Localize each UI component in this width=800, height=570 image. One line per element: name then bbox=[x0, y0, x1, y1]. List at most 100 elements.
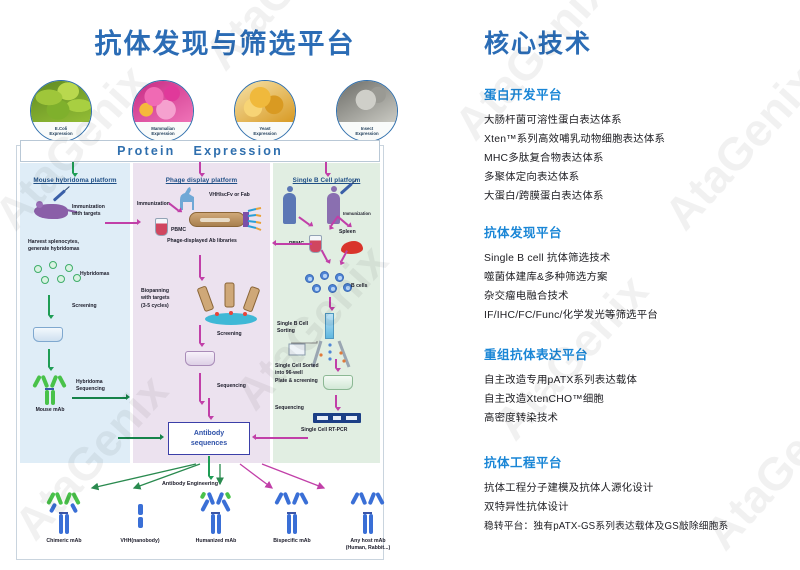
list-item: 双特异性抗体设计 bbox=[484, 501, 569, 513]
ecoli-label-line1: E.Coli bbox=[54, 125, 68, 131]
antibody-sequences-line2: sequences bbox=[190, 439, 228, 447]
immunization-with-targets-label: Immunization with targets bbox=[72, 204, 105, 218]
single-b-cell-sorting-label: Single B Cell Sorting bbox=[277, 321, 309, 335]
mouse-icon bbox=[34, 201, 68, 219]
yeast-label-line2: Expression bbox=[253, 131, 277, 137]
screening-label-hybridoma: Screening bbox=[72, 303, 97, 309]
antibody-products-row: Chimeric mAb VHH(nanobody) Humanized mA bbox=[24, 491, 424, 562]
arrow-into-sequences-right bbox=[252, 433, 310, 440]
screening-plate-icon bbox=[33, 327, 63, 342]
section-antibody-discovery: 抗体发现平台 Single B cell 抗体筛选技术 噬菌体建库&多种筛选方案… bbox=[484, 222, 794, 326]
section-title-antibody-discovery: 抗体发现平台 bbox=[484, 226, 563, 240]
expression-system-mammalian: Mammalian Expression bbox=[132, 80, 194, 142]
list-item: 稳转平台：独有pATX-GS系列表达载体及GS敲除细胞系 bbox=[484, 520, 729, 532]
b-cells-icon bbox=[301, 271, 361, 295]
hybridomas-label: Hybridomas bbox=[80, 271, 110, 277]
bispecific-mab-label: Bispecific mAb bbox=[273, 538, 311, 544]
arrow-pbmc-to-bcells bbox=[320, 249, 333, 266]
single-cell-sorted-label: Single Cell Sorted into 96-well Plate & … bbox=[275, 363, 319, 384]
antibody-sequences-line1: Antibody bbox=[193, 429, 225, 437]
hybridoma-platform-title: Mouse hybridoma platform bbox=[33, 177, 117, 184]
bcell-platform-title: Single B Cell platform bbox=[292, 177, 361, 184]
cell-sorter-deflection-icon bbox=[288, 340, 351, 368]
bispecific-mab-icon bbox=[274, 491, 309, 536]
arrow-bcell-to-phage bbox=[272, 239, 314, 246]
section-title-antibody-engineering: 抗体工程平台 bbox=[484, 456, 563, 470]
arrow-donor-to-pbmc bbox=[298, 216, 316, 229]
biopanning-label: Biopanning with targets (3-5 cycles) bbox=[141, 288, 170, 309]
96well-plate-icon bbox=[323, 375, 353, 390]
mouse-mab-label: Mouse mAb bbox=[35, 407, 65, 413]
pbmc-tube-icon bbox=[155, 218, 168, 236]
antibody-discovery-diagram-panel: 抗体发现与筛选平台 E.Coli Expression Mammalian Ex… bbox=[0, 0, 450, 570]
core-technology-title: 核心技术 bbox=[484, 30, 593, 58]
expression-system-yeast: Yeast Expression bbox=[234, 80, 296, 142]
section-recombinant-expression: 重组抗体表达平台 自主改造专用pATX系列表达载体 自主改造XtenCHO™细胞… bbox=[484, 344, 794, 429]
mouse-mab-icon bbox=[32, 374, 67, 405]
yeast-label-line1: Yeast bbox=[259, 125, 271, 131]
expression-systems-row: E.Coli Expression Mammalian Expression Y… bbox=[30, 80, 400, 142]
list-item: 高密度转染技术 bbox=[484, 412, 559, 424]
engineering-fanout-arrows bbox=[90, 463, 326, 491]
syringe-icon-bcell bbox=[339, 182, 354, 195]
expression-word: Expression bbox=[193, 144, 283, 158]
chimeric-mab-label: Chimeric mAb bbox=[46, 538, 82, 544]
mammalian-label-line2: Expression bbox=[151, 131, 175, 137]
expression-system-ecoli: E.Coli Expression bbox=[30, 80, 92, 142]
vhh-scfv-fab-label: VHH/scFv or Fab bbox=[209, 192, 250, 198]
insect-photo-icon: Insect Expression bbox=[336, 80, 398, 142]
vhh-nanobody-label: VHH(nanobody) bbox=[120, 538, 160, 544]
sequencing-label-bcell: Sequencing bbox=[275, 405, 304, 411]
phage-screening-plate-icon bbox=[185, 351, 215, 366]
list-item: 噬菌体建库&多种筛选方案 bbox=[484, 271, 608, 283]
list-item: MHC多肽复合物表达体系 bbox=[484, 152, 604, 164]
immunization-label-bcell: Immunization bbox=[343, 211, 371, 216]
hybridoma-cells-icon bbox=[32, 261, 92, 287]
chimeric-mab-icon bbox=[46, 491, 81, 536]
mammalian-label-line1: Mammalian bbox=[151, 125, 175, 131]
phage-platform-title: Phage display platform bbox=[165, 177, 238, 184]
spleen-label: Spleen bbox=[339, 229, 356, 235]
humanized-mab-icon bbox=[199, 491, 232, 536]
humanized-mab-label: Humanized mAb bbox=[195, 538, 237, 544]
syringe-icon bbox=[52, 189, 67, 202]
llama-icon bbox=[180, 187, 194, 210]
core-technology-panel: 核心技术 蛋白开发平台 大肠杆菌可溶性蛋白表达体系 Xten™系列高效哺乳动物细… bbox=[468, 0, 800, 570]
antibody-sequences-box: Antibody sequences bbox=[168, 422, 250, 455]
section-title-recombinant-expression: 重组抗体表达平台 bbox=[484, 348, 589, 362]
insect-label-line2: Expression bbox=[355, 131, 379, 137]
phage-displayed-libraries-label: Phage-displayed Ab libraries bbox=[167, 238, 237, 244]
arrow-spleen-to-bcells bbox=[338, 250, 348, 267]
arrow-hybridoma-to-phage bbox=[105, 218, 143, 225]
ecoli-photo-icon: E.Coli Expression bbox=[30, 80, 92, 142]
protein-word: Protein bbox=[117, 144, 176, 158]
list-item: 自主改造专用pATX系列表达载体 bbox=[484, 375, 638, 386]
arrow-right-hybridoma-sequencing bbox=[72, 393, 132, 400]
pbmc-label-phage: PBMC bbox=[171, 227, 186, 233]
list-item: 杂交瘤电融合技术 bbox=[484, 290, 569, 302]
list-item: 多聚体定向表达体系 bbox=[484, 171, 580, 183]
section-antibody-engineering: 抗体工程平台 抗体工程分子建模及抗体人源化设计 双特异性抗体设计 稳转平台：独有… bbox=[484, 452, 794, 536]
list-item: Single B cell 抗体筛选技术 bbox=[484, 253, 611, 264]
hybridoma-sequencing-label: Hybridoma Sequencing bbox=[76, 379, 105, 393]
biopanning-icon bbox=[197, 282, 260, 325]
sorting-column-icon bbox=[325, 313, 334, 339]
list-item: 抗体工程分子建模及抗体人源化设计 bbox=[484, 483, 654, 494]
list-item: IF/IHC/FC/Func/化学发光等筛选平台 bbox=[484, 309, 658, 321]
section-title-protein-development: 蛋白开发平台 bbox=[484, 88, 563, 102]
harvest-splenocytes-label: Harvest splenocytes, generate hybridomas bbox=[28, 239, 80, 253]
list-item: 自主改造XtenCHO™细胞 bbox=[484, 393, 604, 405]
yeast-photo-icon: Yeast Expression bbox=[234, 80, 296, 142]
any-host-mab-icon bbox=[350, 491, 385, 536]
phage-particle-icon bbox=[189, 212, 245, 227]
expression-system-insect: Insect Expression bbox=[336, 80, 398, 142]
mouse-hybridoma-platform-panel: Mouse hybridoma platform Immunization wi… bbox=[20, 162, 132, 463]
gel-electrophoresis-icon bbox=[313, 413, 361, 423]
diagram-title: 抗体发现与筛选平台 bbox=[94, 29, 356, 59]
immunization-label-phage: Immunization bbox=[137, 201, 170, 207]
antibody-engineering-label: Antibody Engineering bbox=[162, 481, 219, 487]
vhh-nanobody-icon bbox=[138, 504, 146, 534]
screening-label-phage: Screening bbox=[217, 331, 242, 337]
list-item: 大肠杆菌可溶性蛋白表达体系 bbox=[484, 115, 622, 126]
list-item: Xten™系列高效哺乳动物细胞表达体系 bbox=[484, 133, 666, 145]
